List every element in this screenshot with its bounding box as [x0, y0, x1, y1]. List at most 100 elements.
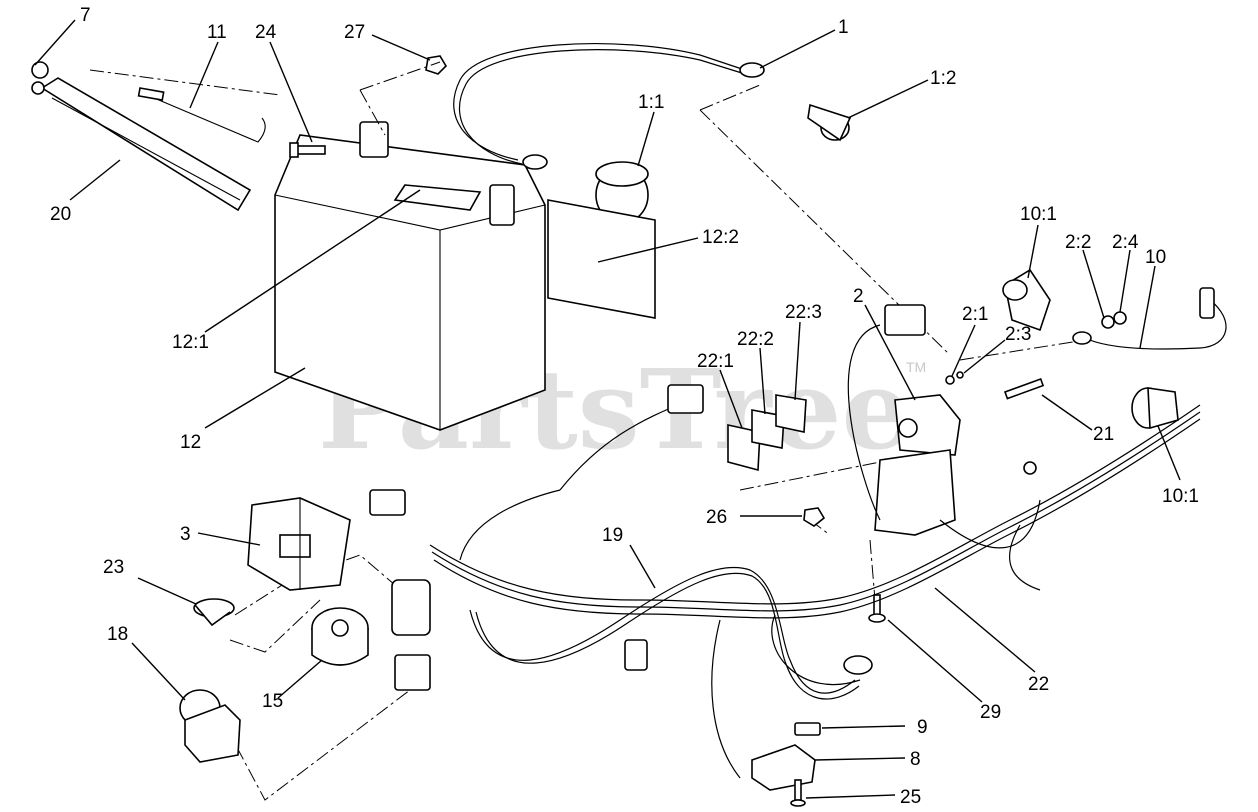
callout-22: 22: [1028, 674, 1049, 695]
cable-cover-1-2: [807, 103, 852, 142]
leader-10: [1139, 265, 1156, 349]
screw-25: [790, 779, 806, 807]
reference-line-4: [699, 109, 951, 356]
leader-3: [197, 532, 261, 546]
washer-2-3: [956, 371, 964, 379]
leader-7: [34, 19, 76, 66]
terminal-boot-10-1-lower: [1131, 387, 1179, 430]
leader-1-1: [637, 111, 655, 167]
leader-29: [887, 619, 983, 703]
leader-10-1a: [1027, 224, 1039, 279]
reference-line-5: [699, 84, 761, 111]
leader-22-3: [794, 321, 801, 401]
callout-10-1a: 10:1: [1020, 204, 1057, 225]
callout-26: 26: [706, 507, 727, 528]
leader-22-2: [759, 347, 766, 415]
leader-11: [189, 41, 219, 109]
leader-27: [371, 34, 431, 61]
leader-2-3: [963, 339, 1006, 374]
callout-24: 24: [255, 22, 277, 43]
leader-2-2: [1082, 249, 1105, 319]
screw-29: [868, 594, 886, 623]
callout-2-1: 2:1: [962, 304, 988, 325]
washer-2-2: [1101, 315, 1115, 329]
callout-12-2: 12:2: [702, 227, 739, 248]
leader-2-1: [951, 324, 976, 377]
leader-1: [759, 29, 836, 69]
clip-9: [794, 722, 821, 736]
battery: [274, 121, 546, 431]
watermark-trademark: TM: [906, 359, 926, 375]
reference-line-10: [229, 599, 321, 653]
reference-line-3: [359, 89, 386, 136]
leader-12-1: [204, 189, 421, 333]
display-module-3: [247, 497, 351, 591]
callout-2-4: 2:4: [1112, 232, 1139, 253]
callout-2-3: 2:3: [1005, 324, 1031, 345]
wire-19: [469, 566, 860, 700]
callout-12: 12: [180, 432, 201, 453]
screw-21: [1003, 377, 1045, 400]
reference-line-11: [224, 689, 411, 801]
callout-22-2: 22:2: [737, 329, 774, 350]
leader-12: [204, 367, 306, 429]
leader-2: [864, 304, 916, 401]
callout-25: 25: [900, 787, 921, 808]
callout-29: 29: [980, 702, 1001, 723]
callout-23: 23: [103, 557, 124, 578]
nut-26: [803, 507, 826, 527]
leader-22: [934, 587, 1036, 673]
callout-11: 11: [207, 22, 227, 43]
label-12-2: [547, 199, 656, 319]
push-switch-18: [179, 689, 241, 763]
callout-1: 1: [838, 17, 849, 38]
callout-22-3: 22:3: [785, 302, 822, 323]
cable-10: [1072, 287, 1227, 350]
leader-20: [69, 159, 121, 201]
callout-18: 18: [107, 624, 128, 645]
leader-1-2: [847, 79, 929, 119]
callout-1-2: 1:2: [930, 68, 956, 89]
callout-12-1: 12:1: [172, 332, 209, 353]
reference-line-2: [359, 61, 441, 91]
washer-2-4: [1113, 311, 1127, 325]
fuse-22-3: [775, 394, 807, 433]
washer-2-1: [945, 375, 955, 385]
callout-21: 21: [1093, 424, 1114, 445]
battery-cable-1: [453, 43, 765, 170]
callout-8: 8: [910, 749, 921, 770]
callout-9: 9: [917, 717, 928, 738]
callout-10-1b: 10:1: [1162, 486, 1199, 507]
rod-11: [137, 87, 266, 143]
callout-3: 3: [180, 524, 191, 545]
wing-nut-7: [31, 61, 49, 95]
callout-1-1: 1:1: [638, 92, 664, 113]
bolt-24: [289, 142, 326, 158]
leader-9: [821, 725, 906, 729]
callout-2: 2: [853, 286, 864, 307]
callout-22-1: 22:1: [697, 351, 734, 372]
callout-27: 27: [344, 22, 365, 43]
ignition-switch-15: [311, 607, 369, 666]
leader-15: [277, 659, 323, 699]
callout-2-2: 2:2: [1065, 232, 1091, 253]
leader-18: [131, 642, 186, 701]
wire-harness-22: [369, 324, 1201, 779]
leader-8: [814, 757, 906, 761]
solenoid-2: [874, 304, 961, 536]
knob-23: [193, 598, 235, 627]
reference-line-1: [89, 69, 281, 96]
leader-23: [137, 577, 197, 605]
callout-19: 19: [602, 525, 623, 546]
leader-22-1: [719, 369, 743, 429]
leader-24: [269, 41, 313, 143]
callout-15: 15: [262, 691, 283, 712]
terminal-boot-10-1-upper: [1002, 268, 1051, 332]
leader-19: [629, 544, 656, 589]
callout-10: 10: [1145, 247, 1166, 268]
leader-12-2: [597, 237, 699, 263]
reference-line-6: [959, 339, 1086, 361]
leader-10-1b: [1157, 425, 1181, 481]
nut-27: [425, 55, 448, 75]
